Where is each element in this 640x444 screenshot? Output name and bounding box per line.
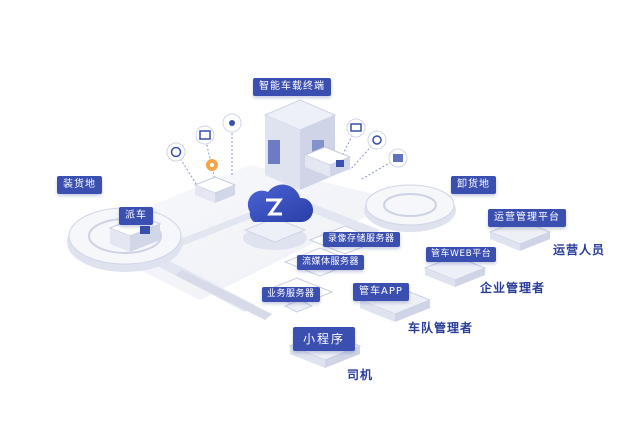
stream-server-label: 流媒体服务器 bbox=[297, 255, 365, 270]
cloud-icon bbox=[243, 184, 314, 250]
unloading-label: 卸货地 bbox=[451, 176, 496, 194]
business-server-label: 业务服务器 bbox=[262, 287, 320, 302]
ops-staff-role: 运营人员 bbox=[553, 243, 606, 257]
camera-icon bbox=[166, 142, 186, 162]
truck-terminal bbox=[303, 146, 352, 177]
dispatch-label: 派车 bbox=[119, 207, 153, 225]
fleet-manager-role: 车队管理者 bbox=[408, 321, 474, 335]
loading-label: 装货地 bbox=[57, 176, 102, 194]
unloading-platform bbox=[364, 184, 456, 232]
device-icon bbox=[195, 125, 215, 145]
ops-platform-label: 运营管理平台 bbox=[488, 209, 566, 227]
sensor-icon bbox=[222, 113, 242, 133]
card-icon bbox=[388, 148, 408, 168]
truck-dispatch bbox=[193, 176, 237, 203]
monitor-icon bbox=[346, 118, 366, 138]
terminal-tower bbox=[263, 99, 337, 190]
location-pin-icon bbox=[206, 159, 218, 171]
mini-program-label: 小程序 bbox=[293, 327, 356, 351]
enterprise-manager-role: 企业管理者 bbox=[480, 281, 546, 295]
terminal-label: 智能车载终端 bbox=[253, 78, 331, 96]
road-network bbox=[80, 165, 400, 320]
gauge-icon bbox=[367, 130, 387, 150]
video-server-label: 录像存储服务器 bbox=[323, 232, 400, 247]
fleet-web-label: 管车WEB平台 bbox=[426, 247, 497, 262]
fleet-app-label: 管车APP bbox=[353, 283, 409, 301]
driver-role: 司机 bbox=[347, 368, 374, 382]
